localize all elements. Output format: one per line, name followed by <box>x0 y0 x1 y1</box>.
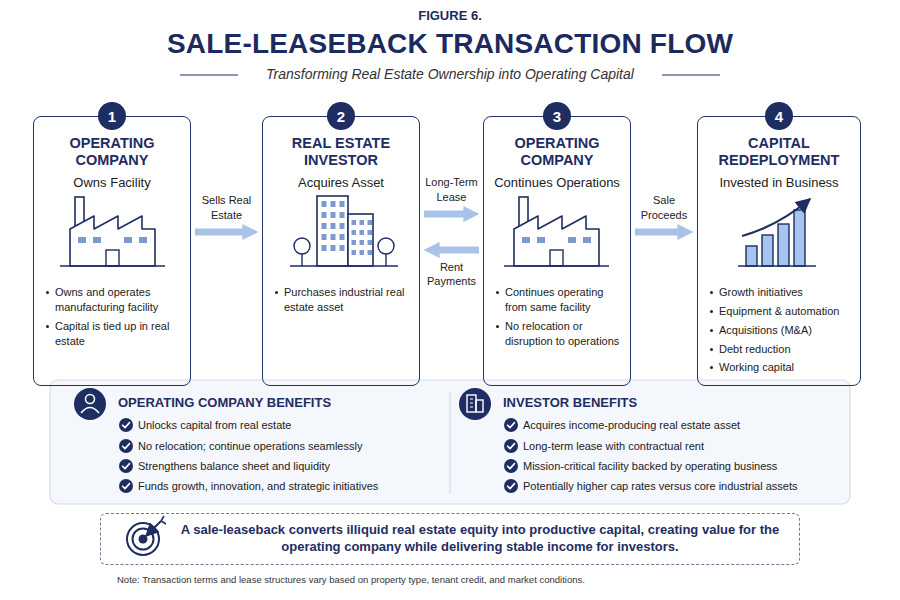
step-number: 4 <box>765 102 793 130</box>
bullet-text: Purchases industrial real estate asset <box>284 286 404 313</box>
bullet-text: Continues operating from same facility <box>505 286 603 313</box>
figure-number: FIGURE 6. <box>0 8 900 24</box>
bullet-text: Debt reduction <box>719 343 791 355</box>
bullet-item: No relocation or disruption to operation… <box>496 319 622 349</box>
bullet-dot <box>710 366 713 369</box>
bullet-item: Owns and operates manufacturing facility <box>46 285 182 315</box>
step-number: 1 <box>98 102 126 130</box>
bullet-item: Continues operating from same facility <box>496 285 622 315</box>
step-number: 3 <box>543 102 571 130</box>
bullet-dot <box>46 291 49 294</box>
process-card: OPERATING COMPANY Continues OperationsCon… <box>483 116 631 386</box>
subtitle: Transforming Real Estate Ownership into … <box>0 66 900 83</box>
benefit-item: Potentially higher cap rates versus core… <box>523 479 841 493</box>
bullet-dot <box>496 291 499 294</box>
bullet-text: No relocation or disruption to operation… <box>505 320 619 347</box>
card-heading: OPERATING COMPANY <box>42 135 182 170</box>
bullet-dot <box>710 329 713 332</box>
bullet-dot <box>275 291 278 294</box>
diagram-title: SALE-LEASEBACK TRANSACTION FLOW <box>0 27 900 61</box>
bullet-dot <box>496 325 499 328</box>
edge-label: Sale Proceeds <box>629 193 699 222</box>
card-heading: OPERATING COMPANY <box>492 135 622 170</box>
callout-text: A sale-leaseback converts illiquid real … <box>179 522 781 556</box>
benefit-item: Long-term lease with contractual rent <box>523 439 841 453</box>
card-heading: CAPITAL REDEPLOYMENT <box>706 135 852 170</box>
edge-label: Sells Real Estate <box>192 193 262 222</box>
flow-arrow <box>635 229 679 236</box>
bullet-item: Equipment & automation <box>710 304 852 319</box>
card-heading: REAL ESTATE INVESTOR <box>271 135 411 170</box>
benefit-heading: OPERATING COMPANY BENEFITS <box>118 395 478 411</box>
flow-arrow <box>438 247 479 254</box>
bullet-item: Acquisitions (M&A) <box>710 323 852 338</box>
card-subheading: Continues Operations <box>492 175 622 191</box>
footnote: Note: Transaction terms and lease struct… <box>117 574 877 585</box>
step-number-text: 2 <box>337 109 345 124</box>
bullet-item: Capital is tied up in real estate <box>46 319 182 349</box>
benefit-item: Acquires income-producing real estate as… <box>523 418 841 432</box>
benefit-item: Mission-critical facility backed by oper… <box>523 459 841 473</box>
benefit-item: Funds growth, innovation, and strategic … <box>138 479 438 493</box>
bullet-dot <box>46 325 49 328</box>
benefit-item: Strengthens balance sheet and liquidity <box>138 459 438 473</box>
edge-label: Rent Payments <box>417 260 487 289</box>
bullet-text: Capital is tied up in real estate <box>55 320 169 347</box>
bullet-text: Owns and operates manufacturing facility <box>55 286 158 313</box>
bullet-dot <box>710 291 713 294</box>
edge-label: Long-Term Lease <box>417 175 487 204</box>
step-number-text: 4 <box>775 109 783 124</box>
card-subheading: Acquires Asset <box>271 175 411 191</box>
bullet-text: Acquisitions (M&A) <box>719 324 812 336</box>
process-card: REAL ESTATE INVESTOR Acquires AssetPurcha… <box>262 116 420 386</box>
bullet-text: Equipment & automation <box>719 305 839 317</box>
bullet-item: Debt reduction <box>710 342 852 357</box>
benefits-panel: OPERATING COMPANY BENEFITS Unlocks capita… <box>50 380 850 504</box>
bullet-text: Growth initiatives <box>719 286 803 298</box>
bullet-text: Working capital <box>719 361 794 373</box>
step-number-text: 3 <box>553 109 561 124</box>
step-number-text: 1 <box>108 109 116 124</box>
bullet-item: Working capital <box>710 360 852 375</box>
card-subheading: Invested in Business <box>706 175 852 191</box>
flow-arrow <box>424 211 465 218</box>
bullet-dot <box>710 310 713 313</box>
process-card: CAPITAL REDEPLOYMENT Invested in Business… <box>697 116 861 386</box>
process-card: OPERATING COMPANY Owns FacilityOwns and o… <box>33 116 191 386</box>
card-subheading: Owns Facility <box>42 175 182 191</box>
bullet-item: Purchases industrial real estate asset <box>275 285 411 315</box>
summary-callout: A sale-leaseback converts illiquid real … <box>100 513 800 565</box>
benefit-item: Unlocks capital from real estate <box>138 418 438 432</box>
flow-arrow <box>195 229 244 236</box>
benefit-item: No relocation; continue operations seaml… <box>138 439 438 453</box>
step-number: 2 <box>327 102 355 130</box>
bullet-item: Growth initiatives <box>710 285 852 300</box>
benefit-heading: INVESTOR BENEFITS <box>503 395 833 411</box>
bullet-dot <box>710 348 713 351</box>
